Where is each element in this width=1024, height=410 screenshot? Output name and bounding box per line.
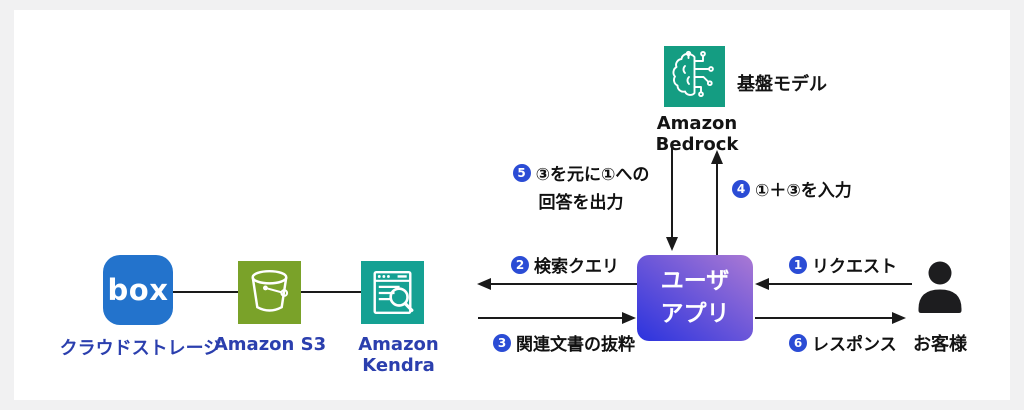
foundation-model-label: 基盤モデル (737, 74, 827, 95)
bedrock-icon (664, 46, 725, 107)
step4-text: ①＋③を入力 (755, 181, 852, 201)
step4-badge: 4 (732, 179, 750, 198)
step5-text-line1: ③を元に①への (535, 165, 650, 185)
arrow-query-head (477, 278, 491, 290)
step6-text: レスポンス (812, 335, 897, 355)
brain-circuit-glyph (672, 50, 714, 98)
step6-label: 6 レスポンス (789, 330, 897, 355)
step2-text: 検索クエリ (534, 257, 619, 277)
step5-label: 5 ③を元に①への 回答を出力 (505, 160, 657, 213)
customer-caption: お客様 (913, 334, 967, 355)
user-app-label-line1: ユーザ (660, 268, 730, 294)
arrow-excerpt-head (622, 312, 636, 324)
step1-badge: 1 (789, 255, 807, 274)
kendra-caption: Amazon Kendra (358, 334, 439, 376)
diagram-panel (14, 10, 1010, 400)
step5-badge: 5 (512, 163, 531, 182)
box-icon: box (103, 255, 173, 325)
arrow-excerpt-line (478, 317, 623, 319)
user-app-node: ユーザ アプリ (637, 255, 753, 341)
arrow-request-head (755, 278, 769, 290)
bedrock-caption: Amazon Bedrock (655, 113, 739, 155)
arrow-request-line (768, 283, 912, 285)
bucket-glyph (251, 269, 289, 312)
customer-icon (918, 261, 962, 313)
box-logo-text: box (107, 273, 169, 307)
step4-label: 4 ①＋③を入力 (732, 176, 852, 201)
step2-label: 2 検索クエリ (511, 252, 619, 277)
arrow-response-line (755, 317, 893, 319)
step3-badge: 3 (493, 333, 511, 352)
arrow-response-head (892, 312, 906, 324)
arrow-input-line (716, 163, 718, 255)
arrow-query-line (490, 283, 637, 285)
step1-text: リクエスト (812, 257, 897, 277)
arrow-output-line (671, 143, 673, 238)
step1-label: 1 リクエスト (789, 252, 897, 277)
kendra-search-icon (361, 261, 424, 324)
connector-box-s3 (173, 291, 238, 293)
step5-text-line2: 回答を出力 (538, 193, 624, 213)
step2-badge: 2 (511, 255, 529, 274)
box-caption: クラウドストレージ (59, 338, 222, 359)
step6-badge: 6 (789, 333, 807, 352)
step3-text: 関連文書の抜粋 (516, 335, 635, 355)
arrow-output-head (666, 237, 678, 251)
arrow-input-head (711, 150, 723, 164)
step3-label: 3 関連文書の抜粋 (493, 330, 635, 355)
connector-s3-kendra (301, 291, 361, 293)
user-app-label-line2: アプリ (660, 301, 730, 327)
s3-caption: Amazon S3 (213, 334, 327, 355)
s3-bucket-icon (238, 261, 301, 324)
document-search-glyph (373, 270, 414, 315)
